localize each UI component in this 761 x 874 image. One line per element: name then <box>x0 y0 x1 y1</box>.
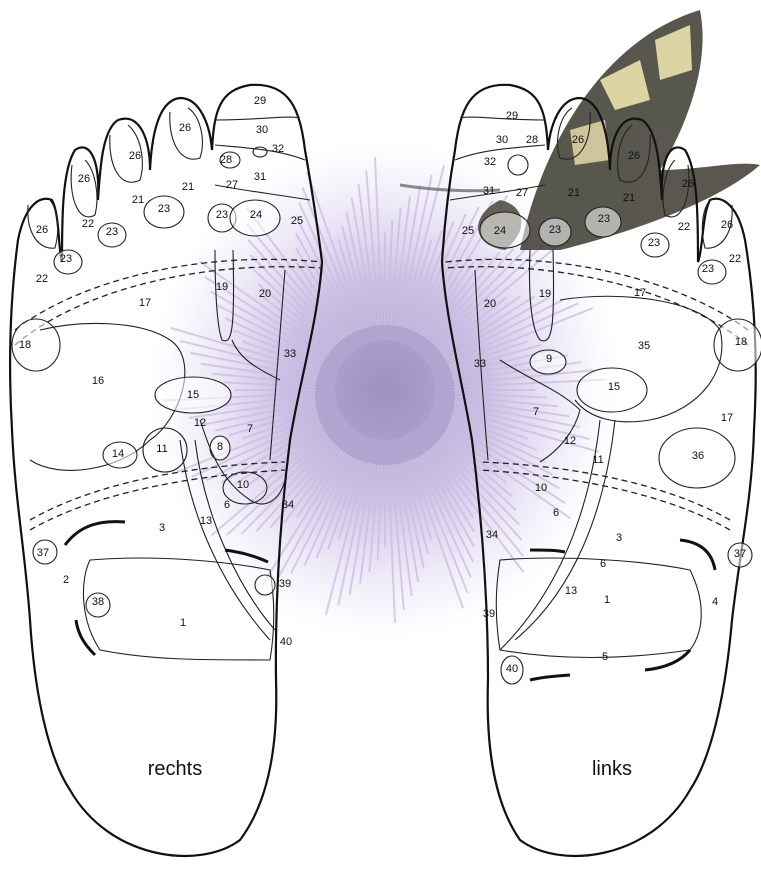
zone-number-21: 21 <box>623 192 635 204</box>
zone-number-6: 6 <box>600 558 606 570</box>
zone-number-26: 26 <box>129 150 141 162</box>
zone-number-21: 21 <box>568 187 580 199</box>
zone-number-23: 23 <box>106 226 118 238</box>
zone-number-19: 19 <box>216 281 228 293</box>
zone-number-17: 17 <box>139 297 151 309</box>
zone-number-14: 14 <box>112 448 124 460</box>
zone-number-6: 6 <box>553 507 559 519</box>
zone-number-37: 37 <box>734 548 746 560</box>
zone-number-30: 30 <box>256 124 268 136</box>
zone-number-28: 28 <box>526 134 538 146</box>
zone-number-23: 23 <box>702 263 714 275</box>
zone-number-26: 26 <box>721 219 733 231</box>
zone-number-27: 27 <box>516 187 528 199</box>
zone-number-36: 36 <box>692 450 704 462</box>
zone-number-27: 27 <box>226 179 238 191</box>
zone-number-26: 26 <box>78 173 90 185</box>
zone-number-15: 15 <box>187 389 199 401</box>
zone-number-26: 26 <box>628 150 640 162</box>
zone-number-39: 39 <box>483 608 495 620</box>
zone-number-11: 11 <box>592 454 603 466</box>
zone-number-25: 25 <box>291 215 303 227</box>
zone-number-35: 35 <box>638 340 650 352</box>
zone-number-23: 23 <box>216 209 228 221</box>
zone-number-29: 29 <box>506 110 518 122</box>
zone-number-23: 23 <box>158 203 170 215</box>
zone-number-28: 28 <box>220 154 232 166</box>
zone-number-13: 13 <box>565 585 577 597</box>
zone-number-18: 18 <box>19 339 31 351</box>
zone-number-31: 31 <box>483 185 495 197</box>
zone-number-33: 33 <box>474 358 486 370</box>
zone-number-12: 12 <box>564 435 576 447</box>
zone-number-33: 33 <box>284 348 296 360</box>
zone-number-20: 20 <box>484 298 496 310</box>
zone-number-18: 18 <box>735 336 747 348</box>
zone-number-8: 8 <box>217 441 223 453</box>
zone-number-37: 37 <box>37 547 49 559</box>
zone-number-17: 17 <box>721 412 733 424</box>
zone-number-12: 12 <box>194 417 206 429</box>
zone-number-32: 32 <box>484 156 496 168</box>
zone-number-21: 21 <box>132 194 144 206</box>
zone-number-26: 26 <box>682 178 694 190</box>
zone-number-21: 21 <box>182 181 194 193</box>
zone-number-15: 15 <box>608 381 620 393</box>
zone-number-5: 5 <box>602 651 608 663</box>
zone-number-22: 22 <box>82 218 94 230</box>
zone-number-26: 26 <box>572 134 584 146</box>
zone-number-7: 7 <box>533 406 539 418</box>
zone-number-2: 2 <box>63 574 69 586</box>
zone-number-17: 17 <box>634 287 646 299</box>
zone-number-34: 34 <box>282 499 294 511</box>
zone-number-40: 40 <box>506 663 518 675</box>
zone-number-22: 22 <box>678 221 690 233</box>
zone-number-16: 16 <box>92 375 104 387</box>
zone-number-29: 29 <box>254 95 266 107</box>
zone-number-4: 4 <box>712 596 718 608</box>
zone-number-40: 40 <box>280 636 292 648</box>
zone-number-13: 13 <box>200 515 212 527</box>
zone-number-23: 23 <box>648 237 660 249</box>
zone-number-3: 3 <box>616 532 622 544</box>
zone-number-26: 26 <box>179 122 191 134</box>
zone-number-1: 1 <box>180 617 186 629</box>
zone-number-10: 10 <box>535 482 547 494</box>
zone-number-23: 23 <box>549 224 561 236</box>
left-foot-label: links <box>592 758 632 780</box>
zone-number-30: 30 <box>496 134 508 146</box>
zone-number-34: 34 <box>486 529 498 541</box>
zone-number-7: 7 <box>247 423 253 435</box>
zone-number-19: 19 <box>539 288 551 300</box>
zone-number-22: 22 <box>729 253 741 265</box>
right-foot-label: rechts <box>148 758 202 780</box>
zone-number-26: 26 <box>36 224 48 236</box>
zone-number-32: 32 <box>272 143 284 155</box>
zone-number-23: 23 <box>598 213 610 225</box>
zone-number-11: 11 <box>156 443 167 455</box>
zone-number-1: 1 <box>604 594 610 606</box>
zone-number-25: 25 <box>462 225 474 237</box>
zone-number-24: 24 <box>250 209 262 221</box>
zone-number-10: 10 <box>237 479 249 491</box>
zone-number-6: 6 <box>224 499 230 511</box>
zone-number-9: 9 <box>546 353 552 365</box>
zone-number-39: 39 <box>279 578 291 590</box>
zone-number-23: 23 <box>60 253 72 265</box>
zone-number-3: 3 <box>159 522 165 534</box>
zone-number-31: 31 <box>254 171 266 183</box>
zone-number-24: 24 <box>494 225 506 237</box>
zone-number-22: 22 <box>36 273 48 285</box>
zone-number-20: 20 <box>259 288 271 300</box>
zone-number-38: 38 <box>92 596 104 608</box>
